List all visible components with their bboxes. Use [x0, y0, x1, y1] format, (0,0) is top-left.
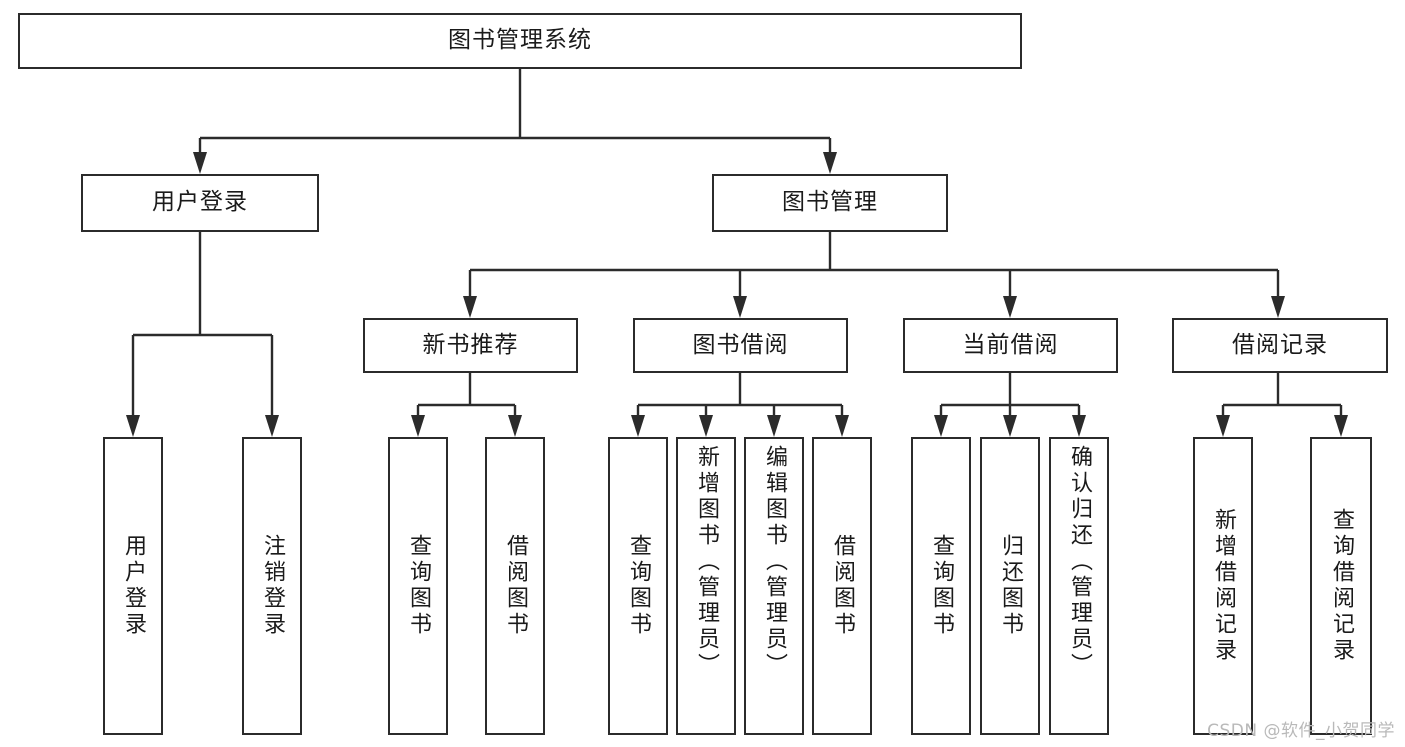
- node-label: 图书管理系统: [448, 27, 592, 54]
- node-label: 图书管理: [782, 189, 878, 216]
- edge-root-to-level2-arrowhead-1: [823, 152, 837, 174]
- node-leaf-borrow-book-1[interactable]: 借阅图书: [485, 437, 545, 735]
- edge-root-to-level2-arrowhead-0: [193, 152, 207, 174]
- node-label: 编辑图书（管理员）: [762, 445, 787, 679]
- node-new-book-recommend[interactable]: 新书推荐: [363, 318, 578, 373]
- node-borrow-record[interactable]: 借阅记录: [1172, 318, 1388, 373]
- node-current-borrow[interactable]: 当前借阅: [903, 318, 1118, 373]
- edge-current-borrow-to-leaves-arrowhead-2: [1072, 415, 1086, 437]
- node-leaf-add-borrow-record[interactable]: 新增借阅记录: [1193, 437, 1253, 735]
- edge-book-borrow-to-leaves-arrowhead-0: [631, 415, 645, 437]
- node-label: 归还图书: [998, 534, 1023, 638]
- node-label: 图书借阅: [692, 331, 789, 358]
- node-leaf-edit-book[interactable]: 编辑图书（管理员）: [744, 437, 804, 735]
- node-label: 新书推荐: [422, 331, 519, 358]
- edge-book-manage-to-level3-arrowhead-3: [1271, 296, 1285, 318]
- node-label: 查询图书: [626, 534, 651, 638]
- edge-user-login-to-leaves-arrowhead-0: [126, 415, 140, 437]
- node-label: 新增借阅记录: [1211, 508, 1236, 664]
- node-label: 用户登录: [121, 534, 146, 638]
- edge-borrow-record-to-leaves-arrowhead-0: [1216, 415, 1230, 437]
- edge-new-book-recommend-to-leaves-arrowhead-0: [411, 415, 425, 437]
- node-label: 借阅记录: [1232, 331, 1328, 358]
- edge-current-borrow-to-leaves-arrowhead-0: [934, 415, 948, 437]
- node-leaf-confirm-return[interactable]: 确认归还（管理员）: [1049, 437, 1109, 735]
- node-leaf-query-book-2[interactable]: 查询图书: [608, 437, 668, 735]
- edge-book-manage-to-level3-arrowhead-0: [463, 296, 477, 318]
- node-label: 借阅图书: [830, 534, 855, 638]
- node-book-manage[interactable]: 图书管理: [712, 174, 948, 232]
- node-label: 注销登录: [260, 534, 285, 638]
- node-label: 新增图书（管理员）: [694, 445, 719, 679]
- node-book-borrow[interactable]: 图书借阅: [633, 318, 848, 373]
- edge-borrow-record-to-leaves-arrowhead-1: [1334, 415, 1348, 437]
- node-label: 查询图书: [406, 534, 431, 638]
- node-label: 当前借阅: [962, 331, 1059, 358]
- edge-new-book-recommend-to-leaves-arrowhead-1: [508, 415, 522, 437]
- node-leaf-return-book[interactable]: 归还图书: [980, 437, 1040, 735]
- node-leaf-query-borrow-record[interactable]: 查询借阅记录: [1310, 437, 1372, 735]
- edge-book-manage-to-level3-arrowhead-2: [1003, 296, 1017, 318]
- node-label: 查询图书: [929, 534, 954, 638]
- node-leaf-borrow-book-2[interactable]: 借阅图书: [812, 437, 872, 735]
- node-label: 确认归还（管理员）: [1067, 445, 1092, 679]
- watermark: CSDN @软件_小贺同学: [1207, 721, 1395, 741]
- edge-book-manage-to-level3-arrowhead-1: [733, 296, 747, 318]
- edge-book-borrow-to-leaves-arrowhead-1: [699, 415, 713, 437]
- node-leaf-logout-login[interactable]: 注销登录: [242, 437, 302, 735]
- node-root[interactable]: 图书管理系统: [18, 13, 1022, 69]
- edge-user-login-to-leaves-arrowhead-1: [265, 415, 279, 437]
- edge-current-borrow-to-leaves-arrowhead-1: [1003, 415, 1017, 437]
- node-leaf-query-book-3[interactable]: 查询图书: [911, 437, 971, 735]
- node-label: 借阅图书: [503, 534, 528, 638]
- edge-book-borrow-to-leaves-arrowhead-2: [767, 415, 781, 437]
- node-user-login[interactable]: 用户登录: [81, 174, 319, 232]
- node-label: 查询借阅记录: [1329, 508, 1354, 664]
- node-leaf-user-login[interactable]: 用户登录: [103, 437, 163, 735]
- node-label: 用户登录: [152, 189, 248, 216]
- node-leaf-add-book[interactable]: 新增图书（管理员）: [676, 437, 736, 735]
- edge-book-borrow-to-leaves-arrowhead-3: [835, 415, 849, 437]
- node-leaf-query-book-1[interactable]: 查询图书: [388, 437, 448, 735]
